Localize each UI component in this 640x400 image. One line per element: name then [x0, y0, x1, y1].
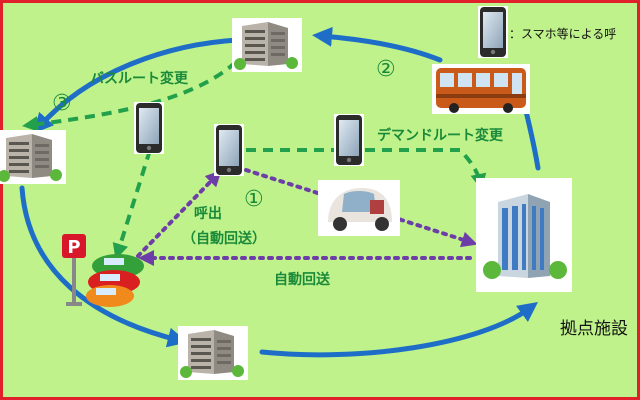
bus-icon — [432, 64, 530, 114]
building-icon — [178, 326, 248, 380]
smartphone-note-label: ：スマホ等による呼 — [509, 27, 616, 41]
micro-ev-icon — [318, 180, 400, 236]
base-facility-label: 拠点施設 — [560, 319, 628, 339]
step-marker-3: ③ — [52, 91, 72, 116]
bus-route-change-label: バスルート変更 — [90, 70, 189, 87]
route-bus-to-building — [312, 26, 443, 63]
call-label: 呼出 — [194, 205, 222, 222]
step-marker-2: ② — [376, 57, 396, 82]
auto-return-label: 自動回送 — [274, 271, 331, 288]
step-marker-1: ① — [244, 187, 264, 212]
auto-return-paren-label: （自動回送） — [182, 230, 266, 247]
demand-route-change-label: デマンドルート変更 — [377, 127, 504, 144]
smartphone-icon — [214, 124, 244, 176]
parking-sign-icon: P — [62, 234, 86, 306]
route-change-arrows — [22, 60, 487, 260]
building-icon — [0, 130, 66, 184]
call-arrow — [136, 170, 222, 258]
phone-to-parking-arrow — [112, 149, 152, 260]
bus-route-change-arrow — [22, 60, 238, 133]
route-bottom-to-facility — [259, 302, 539, 358]
route-left-to-bottom — [19, 185, 188, 348]
bus-route-loop — [19, 26, 541, 358]
building-icon — [232, 18, 302, 72]
smartphone-icon — [134, 102, 164, 154]
smartphone-icon — [478, 6, 508, 58]
office-tower-icon — [476, 178, 572, 292]
parked-cars-icon — [86, 254, 144, 307]
route-building-to-left — [33, 37, 241, 134]
svg-text:P: P — [67, 237, 80, 258]
smartphone-icon — [334, 114, 364, 166]
